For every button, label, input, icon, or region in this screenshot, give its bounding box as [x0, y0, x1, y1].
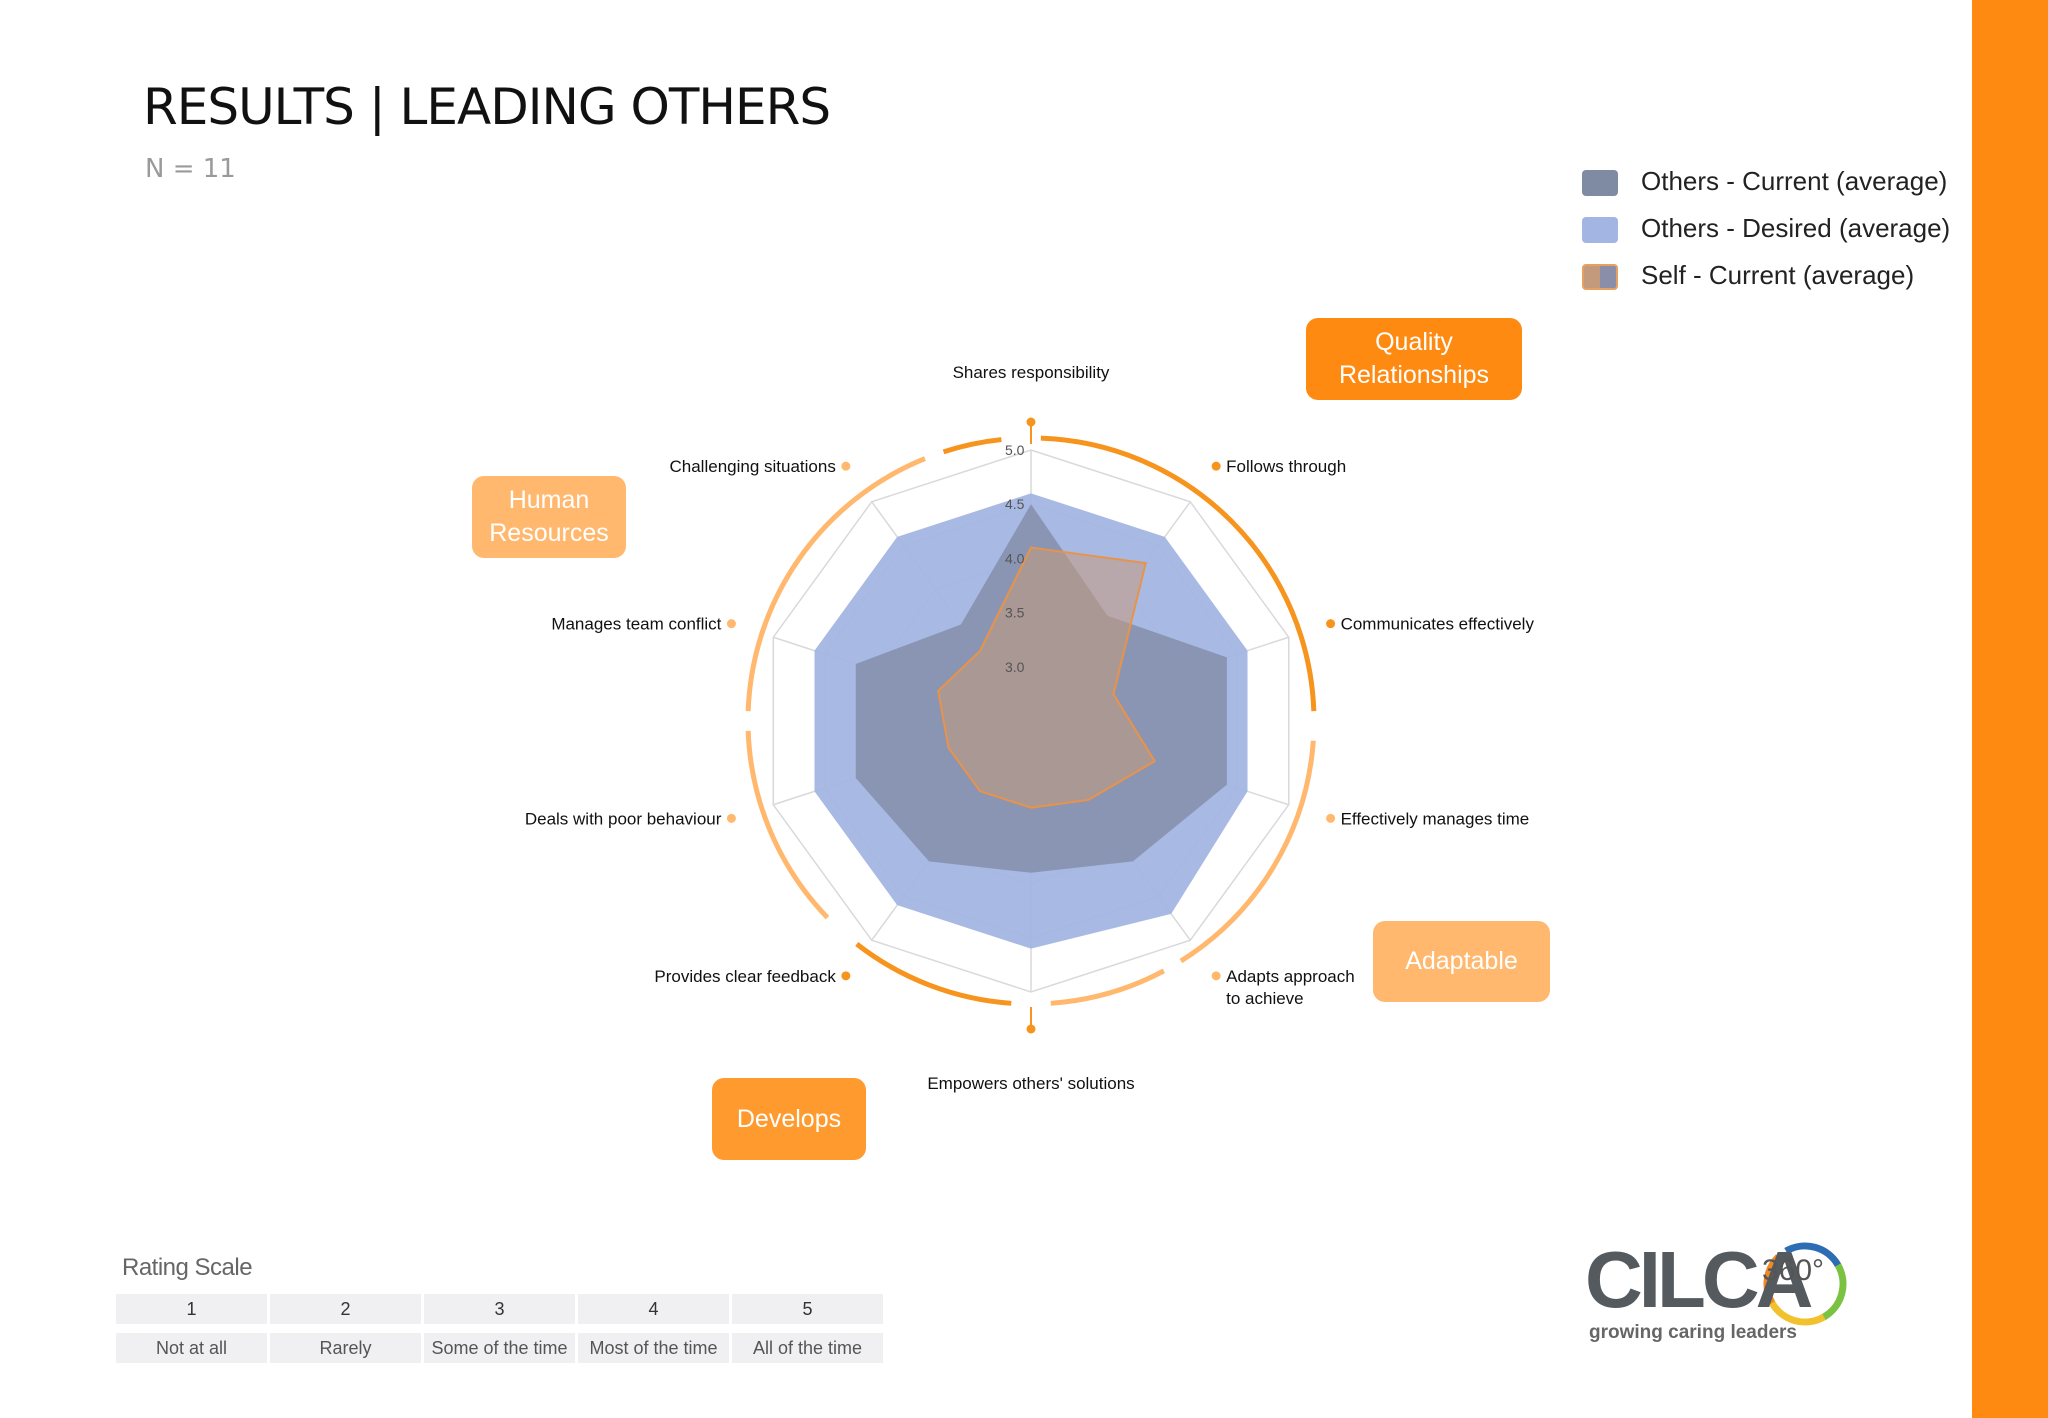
- category-develops: Develops: [712, 1078, 866, 1160]
- axis-dot: [841, 461, 851, 471]
- rating-number: 3: [424, 1294, 575, 1324]
- category-label: Adaptable: [1405, 947, 1518, 975]
- category-quality-relationships: Quality Relationships: [1306, 318, 1522, 400]
- cilca-logo: CILCA 360° growing caring leaders: [1585, 1238, 1865, 1348]
- axis-label: Effectively manages time: [1341, 809, 1530, 828]
- axis-dot: [1211, 971, 1221, 981]
- axis-label: Challenging situations: [670, 457, 836, 476]
- logo-wordmark: CILCA: [1585, 1235, 1813, 1324]
- axis-label: Follows through: [1226, 457, 1346, 476]
- axis-dot: [726, 619, 736, 629]
- right-accent-bar: [1972, 0, 2048, 1418]
- axis-label: to achieve: [1226, 989, 1304, 1008]
- legend-label: Others - Current (average): [1641, 166, 1948, 196]
- legend-swatch-others-desired: [1582, 217, 1618, 243]
- legend-label: Others - Desired (average): [1641, 213, 1951, 243]
- page-title: RESULTS | LEADING OTHERS: [143, 78, 831, 136]
- category-arc: [745, 456, 926, 712]
- logo-tagline: growing caring leaders: [1589, 1322, 1797, 1343]
- category-label: Quality Relationships: [1338, 328, 1490, 389]
- category-adaptable: Adaptable: [1373, 921, 1550, 1002]
- axis-dot: [841, 971, 851, 981]
- rating-label: Rarely: [270, 1333, 421, 1363]
- radial-tick-label: 3.5: [1005, 605, 1025, 621]
- category-human-resources: Human Resources: [472, 476, 626, 558]
- category-arc: [1050, 968, 1166, 1006]
- axis-dot: [1326, 619, 1336, 629]
- legend-swatch-others-current: [1582, 170, 1618, 196]
- radial-tick-label: 4.0: [1005, 550, 1025, 566]
- axis-label: Deals with poor behaviour: [525, 809, 722, 828]
- rating-number: 1: [116, 1294, 267, 1324]
- category-label: Develops: [736, 1104, 842, 1133]
- radial-tick-label: 3.0: [1005, 659, 1025, 675]
- axis-label: Empowers others' solutions: [927, 1074, 1134, 1093]
- axis-label: Adapts approach: [1226, 967, 1355, 986]
- category-arc: [1040, 435, 1317, 712]
- rating-number: 2: [270, 1294, 421, 1324]
- rating-label: Most of the time: [578, 1333, 729, 1363]
- rating-label: All of the time: [732, 1333, 883, 1363]
- rating-label: Some of the time: [424, 1333, 575, 1363]
- category-arc: [942, 437, 1002, 455]
- radial-tick-label: 5.0: [1005, 442, 1025, 458]
- legend-swatch-self-current: [1582, 264, 1618, 290]
- axis-label: Manages team conflict: [551, 615, 721, 634]
- axis-label: Shares responsibility: [953, 363, 1110, 382]
- rating-label: Not at all: [116, 1333, 267, 1363]
- axis-label: Provides clear feedback: [654, 967, 836, 986]
- radial-tick-label: 4.5: [1005, 496, 1025, 512]
- series-area-3: [937, 546, 1157, 809]
- axis-dot: [1211, 461, 1221, 471]
- axis-label: Communicates effectively: [1341, 615, 1535, 634]
- rating-number: 4: [578, 1294, 729, 1324]
- logo-ring-icon: [1763, 1242, 1847, 1326]
- axis-dot: [1326, 813, 1336, 823]
- category-label: Human Resources: [489, 486, 609, 547]
- rating-scale-title: Rating Scale: [122, 1254, 253, 1281]
- category-arc: [1179, 740, 1316, 964]
- axis-dot: [726, 813, 736, 823]
- sample-size: N = 11: [145, 154, 236, 184]
- category-arc: [855, 942, 1012, 1006]
- logo-mark: 360°: [1762, 1254, 1825, 1287]
- rating-number: 5: [732, 1294, 883, 1324]
- legend-label: Self - Current (average): [1641, 260, 1915, 290]
- category-arc: [745, 730, 830, 920]
